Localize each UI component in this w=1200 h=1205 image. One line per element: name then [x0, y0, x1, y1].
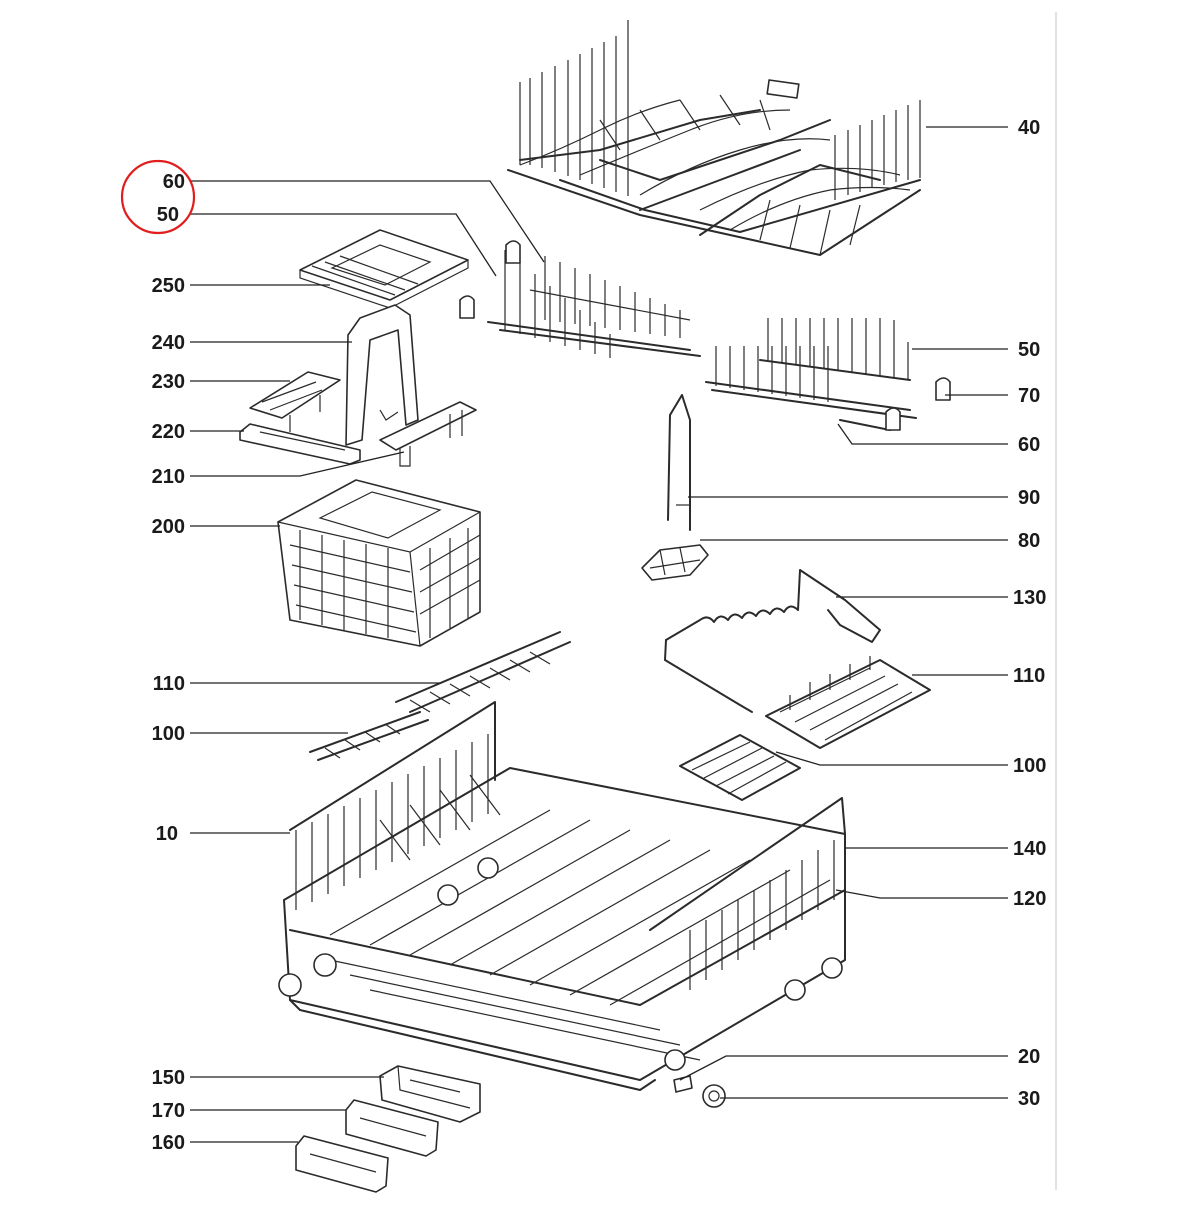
callout-20: 20 — [1018, 1046, 1040, 1068]
callout-250: 250 — [152, 275, 185, 297]
leader-lines — [190, 126, 1008, 1143]
part-200-cutlery-basket — [277, 479, 481, 647]
part-90-wire-holder — [667, 394, 691, 531]
callout-60-left: 60 — [163, 171, 185, 193]
part-210-basket-divider — [379, 401, 477, 467]
callout-230: 230 — [152, 371, 185, 393]
callout-100-right: 100 — [1013, 755, 1046, 777]
part-10-lower-rack — [278, 701, 846, 1091]
callout-90: 90 — [1018, 487, 1040, 509]
callout-200: 200 — [152, 516, 185, 538]
part-220-basket-divider — [239, 423, 361, 465]
callout-70: 70 — [1018, 385, 1040, 407]
callout-240: 240 — [152, 332, 185, 354]
callout-50-left: 50 — [157, 204, 179, 226]
callout-100-left: 100 — [152, 723, 185, 745]
part-40-upper-rack — [507, 20, 921, 256]
part-30-wheel — [702, 1084, 726, 1108]
callout-220: 220 — [152, 421, 185, 443]
part-240-basket-handle — [345, 304, 419, 446]
highlight-circle — [120, 159, 196, 235]
callout-210: 210 — [152, 466, 185, 488]
callout-80: 80 — [1018, 530, 1040, 552]
part-150-clip-bracket — [379, 1065, 481, 1123]
part-110-tine-section-right — [765, 656, 931, 749]
part-100-tine-section-right — [679, 734, 801, 801]
part-50-60-plate-tines-left — [459, 240, 701, 358]
callout-110-left: 110 — [153, 673, 185, 695]
callout-110-right: 110 — [1013, 665, 1045, 687]
part-100-tine-section-left — [309, 711, 429, 761]
callout-170: 170 — [152, 1100, 185, 1122]
callout-150: 150 — [152, 1067, 185, 1089]
part-230-basket-insert — [249, 371, 341, 432]
part-50-60-plate-tines-right — [705, 318, 951, 431]
callout-60-right: 60 — [1018, 434, 1040, 456]
callout-130: 130 — [1013, 587, 1046, 609]
part-80-hinge-bracket — [641, 544, 709, 581]
callout-40: 40 — [1018, 117, 1040, 139]
callout-labels: 60 50 250 240 230 220 210 200 110 100 10… — [152, 117, 1047, 1154]
part-170-cover — [345, 1099, 439, 1157]
callout-160: 160 — [152, 1132, 185, 1154]
part-130-wire-frame — [664, 569, 881, 713]
part-250-basket-lid — [299, 229, 469, 309]
callout-120: 120 — [1013, 888, 1046, 910]
callout-30: 30 — [1018, 1088, 1040, 1110]
part-160-cover — [295, 1135, 389, 1193]
callout-140: 140 — [1013, 838, 1046, 860]
part-110-tine-section-left — [395, 631, 571, 713]
callout-10: 10 — [156, 823, 178, 845]
callout-50-right: 50 — [1018, 339, 1040, 361]
